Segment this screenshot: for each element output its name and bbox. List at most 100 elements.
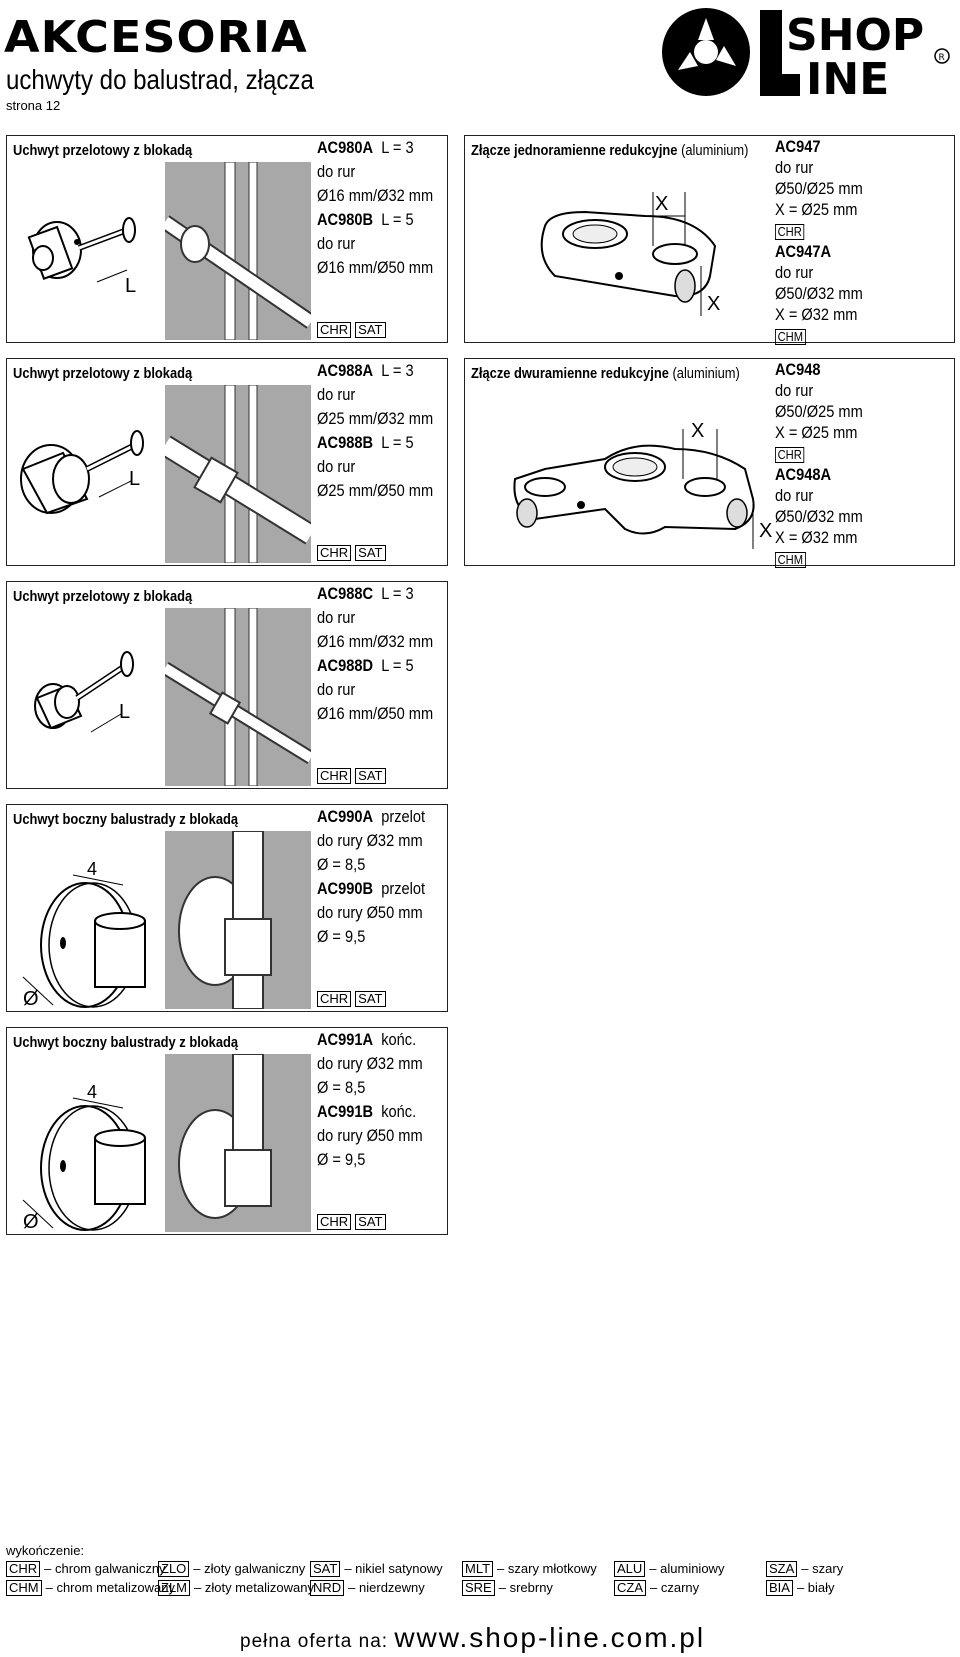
installation-photo: [165, 608, 311, 786]
spec-line: Ø25 mm/Ø50 mm: [317, 481, 434, 500]
double-arm-connector-illustration: X X: [513, 420, 772, 549]
installation-photo: [165, 385, 311, 563]
legend-item: CHM– chrom metalizowany: [6, 1580, 175, 1596]
spec-line: Ø = 8,5: [317, 1078, 366, 1097]
dim-label-diameter: Ø: [23, 988, 39, 1010]
spec-line: AC948: [775, 360, 821, 379]
spec-line: AC990A przelot: [317, 807, 426, 826]
finish-tag: CHR: [775, 224, 805, 240]
dim-label-4: 4: [87, 1082, 97, 1102]
spec-line: Ø16 mm/Ø32 mm: [317, 186, 434, 205]
svg-text:R: R: [939, 53, 945, 63]
spec-line: Ø25 mm/Ø32 mm: [317, 409, 434, 428]
finish-tag: CHR: [317, 768, 352, 784]
finish-tag: SAT: [355, 768, 386, 784]
product-heading: Uchwyt przelotowy z blokadą: [13, 142, 193, 159]
spec-line: do rur: [775, 263, 814, 282]
finish-legend-title: wykończenie:: [6, 1543, 85, 1558]
spec-line: AC947: [775, 137, 821, 156]
spec-line: do rur: [775, 381, 814, 400]
dim-label-l: L: [129, 468, 140, 490]
legend-item: ZLM– złoty metalizowany: [158, 1580, 314, 1596]
spec-line: do rur: [317, 680, 356, 699]
product-heading: Uchwyt przelotowy z blokadą: [13, 588, 193, 605]
finish-tag: CHM: [775, 552, 806, 568]
svg-text:INE: INE: [806, 54, 889, 104]
finish-tag: CHR: [317, 545, 352, 561]
svg-text:SHOP: SHOP: [786, 10, 924, 61]
dim-label-x: X: [707, 293, 720, 315]
spec-line: Ø = 9,5: [317, 927, 366, 946]
product-specs: AC947 do rur Ø50/Ø25 mm X = Ø25 mm CHR A…: [775, 136, 863, 346]
spec-line: do rury Ø50 mm: [317, 1126, 423, 1145]
spec-line: AC980B L = 5: [317, 210, 414, 229]
page-title: AKCESORIA: [4, 11, 308, 63]
spec-line: AC948A: [775, 465, 832, 484]
spec-line: X = Ø32 mm: [775, 305, 858, 324]
legend-item: SAT– nikiel satynowy: [310, 1561, 443, 1577]
legend-item: BIA– biały: [766, 1580, 835, 1596]
spec-line: do rur: [775, 486, 814, 505]
product-specs: AC988C L = 3 do rur Ø16 mm/Ø32 mm AC988D…: [317, 582, 433, 726]
dim-label-l: L: [125, 275, 136, 297]
finish-tag: CHR: [317, 1214, 352, 1230]
spec-line: CHM: [775, 548, 863, 569]
spec-line: do rury Ø32 mm: [317, 831, 423, 850]
footer: pełna oferta na: www.shop-line.com.pl: [240, 1622, 705, 1654]
dim-label-x: X: [759, 520, 772, 542]
spec-line: Ø = 9,5: [317, 1150, 366, 1169]
installation-photo: [165, 831, 311, 1009]
product-heading: Uchwyt boczny balustrady z blokadą: [13, 1034, 239, 1051]
spec-line: CHM: [775, 325, 863, 346]
product-heading: Złącze jednoramienne redukcyjne (alumini…: [471, 142, 749, 159]
page-subtitle: uchwyty do balustrad, złącza: [6, 64, 314, 95]
spec-line: AC980A L = 3: [317, 138, 414, 157]
legend-item: ZLO– złoty galwaniczny: [158, 1561, 305, 1577]
single-arm-connector-illustration: X X: [540, 192, 720, 316]
website-link[interactable]: www.shop-line.com.pl: [394, 1622, 706, 1653]
spec-line: AC988D L = 5: [317, 656, 414, 675]
dim-label-diameter: Ø: [23, 1211, 39, 1233]
spec-line: Ø16 mm/Ø50 mm: [317, 258, 434, 277]
footer-prefix: pełna oferta na:: [240, 1631, 389, 1652]
pass-through-holder-illustration: L: [27, 217, 136, 297]
legend-item: SZA– szary: [766, 1561, 843, 1577]
installation-photo: [165, 162, 311, 340]
finish-tag: CHR: [775, 447, 805, 463]
spec-line: AC947A: [775, 242, 832, 261]
product-specs: AC980A L = 3 do rur Ø16 mm/Ø32 mm AC980B…: [317, 136, 433, 280]
spec-line: CHR: [775, 443, 863, 464]
dim-label-4: 4: [87, 859, 97, 879]
spec-line: X = Ø25 mm: [775, 423, 858, 442]
spec-line: AC991A końc.: [317, 1030, 417, 1049]
product-heading: Uchwyt przelotowy z blokadą: [13, 365, 193, 382]
product-card-ac947: Złącze jednoramienne redukcyjne (alumini…: [464, 135, 955, 346]
product-card-ac988a: Uchwyt przelotowy z blokadą L AC988A L =…: [6, 358, 448, 566]
spec-line: do rury Ø32 mm: [317, 1054, 423, 1073]
spec-line: Ø16 mm/Ø50 mm: [317, 704, 434, 723]
spec-line: AC988B L = 5: [317, 433, 414, 452]
spec-line: do rury Ø50 mm: [317, 903, 423, 922]
spec-line: Ø50/Ø25 mm: [775, 402, 863, 421]
product-card-ac948: Złącze dwuramienne redukcyjne (aluminium…: [464, 358, 955, 569]
spec-line: do rur: [317, 457, 356, 476]
product-card-ac980: Uchwyt przelotowy z blokadą L AC980A L =…: [6, 135, 448, 343]
spec-line: AC990B przelot: [317, 879, 426, 898]
legend-item: NRD– nierdzewny: [310, 1580, 425, 1596]
product-card-ac990: Uchwyt boczny balustrady z blokadą 4 Ø A…: [6, 804, 448, 1012]
product-card-ac988c: Uchwyt przelotowy z blokadą L AC988C L =…: [6, 581, 448, 789]
pass-through-holder-illustration: L: [34, 651, 134, 733]
product-specs: AC991A końc. do rury Ø32 mm Ø = 8,5 AC99…: [317, 1028, 423, 1172]
spec-line: do rur: [317, 162, 356, 181]
dim-label-l: L: [119, 701, 130, 723]
finish-tag: SAT: [355, 545, 386, 561]
spec-line: do rur: [317, 608, 356, 627]
side-holder-illustration: 4 Ø: [22, 859, 146, 1010]
installation-photo: [165, 1054, 311, 1232]
finish-tag: CHM: [775, 329, 806, 345]
product-card-ac991: Uchwyt boczny balustrady z blokadą 4 Ø A…: [6, 1027, 448, 1235]
shop-line-logo: SHOP INE R: [662, 8, 950, 104]
